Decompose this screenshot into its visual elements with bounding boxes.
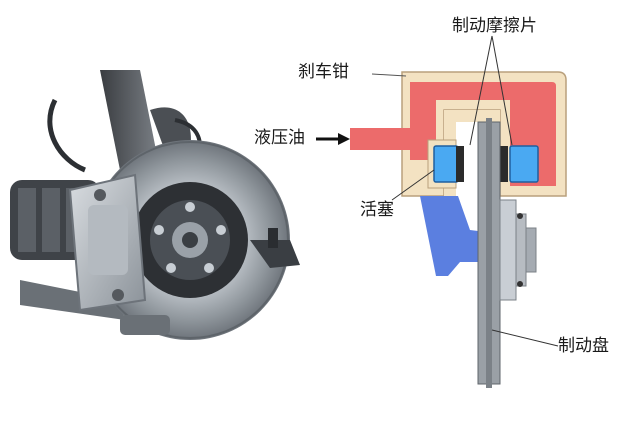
label-hydraulic-fluid: 液压油: [254, 128, 305, 148]
label-brake-disc: 制动盘: [558, 336, 609, 356]
label-caliper: 刹车钳: [298, 62, 349, 82]
mount-bracket: [420, 196, 486, 276]
piston-right: [509, 145, 539, 183]
label-piston: 活塞: [360, 200, 394, 220]
piston-left: [433, 145, 459, 183]
brake-assembly-photo: [10, 70, 300, 340]
label-brake-pads: 制动摩擦片: [452, 16, 537, 36]
fluid-inlet: [350, 128, 412, 150]
